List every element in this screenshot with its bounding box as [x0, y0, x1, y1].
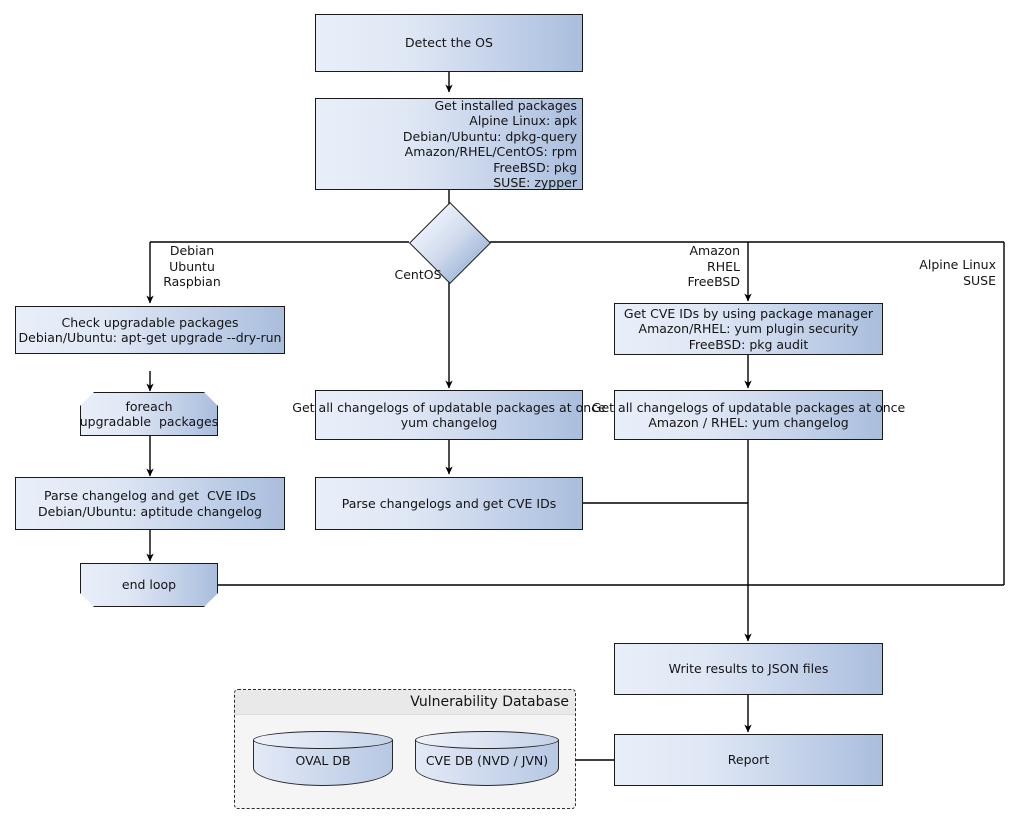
node-get-installed-packages-label: Get installed packages Alpine Linux: apk… — [402, 97, 577, 191]
node-report[interactable]: Report — [614, 734, 883, 786]
node-detect-os[interactable]: Detect the OS — [315, 14, 583, 72]
branch-label-alpine: Alpine Linux SUSE — [919, 257, 996, 288]
group-vulnerability-database-header: Vulnerability Database — [235, 690, 575, 715]
node-foreach-loop-label: foreach upgradable packages — [79, 398, 219, 430]
node-parse-changelogs-centos[interactable]: Parse changelogs and get CVE IDs — [315, 477, 583, 530]
node-end-loop-label: end loop — [121, 577, 177, 593]
node-check-upgradable[interactable]: Check upgradable packages Debian/Ubuntu:… — [15, 306, 285, 354]
node-changelogs-rhel[interactable]: Get all changelogs of updatable packages… — [592, 390, 905, 440]
node-parse-changelogs-centos-label: Parse changelogs and get CVE IDs — [341, 495, 557, 511]
group-vulnerability-database-title: Vulnerability Database — [410, 694, 569, 710]
db-cve[interactable]: CVE DB (NVD / JVN) — [415, 731, 559, 786]
node-changelogs-rhel-label: Get all changelogs of updatable packages… — [591, 399, 906, 431]
node-check-upgradable-label: Check upgradable packages Debian/Ubuntu:… — [18, 314, 282, 346]
node-end-loop[interactable]: end loop — [80, 563, 218, 607]
node-get-installed-packages[interactable]: Get installed packages Alpine Linux: apk… — [315, 98, 583, 190]
node-changelogs-centos[interactable]: Get all changelogs of updatable packages… — [292, 390, 606, 440]
db-cve-top — [415, 731, 559, 749]
node-foreach-loop[interactable]: foreach upgradable packages — [80, 392, 218, 436]
db-oval[interactable]: OVAL DB — [253, 731, 393, 786]
node-get-cve-package-manager[interactable]: Get CVE IDs by using package manager Ama… — [614, 303, 883, 355]
node-write-json[interactable]: Write results to JSON files — [614, 643, 883, 695]
node-report-label: Report — [727, 752, 770, 768]
branch-label-amazon: Amazon RHEL FreeBSD — [687, 243, 740, 289]
branch-label-debian: Debian Ubuntu Raspbian — [163, 243, 221, 289]
node-get-cve-package-manager-label: Get CVE IDs by using package manager Ama… — [623, 305, 874, 352]
db-cve-label: CVE DB (NVD / JVN) — [425, 752, 549, 768]
node-parse-changelog-debian-label: Parse changelog and get CVE IDs Debian/U… — [38, 488, 262, 519]
loop-start-shape — [80, 392, 218, 436]
group-vulnerability-database: Vulnerability Database OVAL DB CVE DB (N… — [234, 689, 576, 809]
db-oval-top — [253, 731, 393, 749]
node-changelogs-centos-label: Get all changelogs of updatable packages… — [292, 399, 606, 431]
node-detect-os-label: Detect the OS — [405, 35, 493, 51]
loop-end-shape — [80, 563, 218, 607]
node-parse-changelog-debian[interactable]: Parse changelog and get CVE IDs Debian/U… — [15, 477, 285, 530]
db-oval-label: OVAL DB — [295, 752, 351, 768]
branch-label-centos: CentOS — [394, 267, 442, 282]
node-write-json-label: Write results to JSON files — [668, 661, 829, 677]
